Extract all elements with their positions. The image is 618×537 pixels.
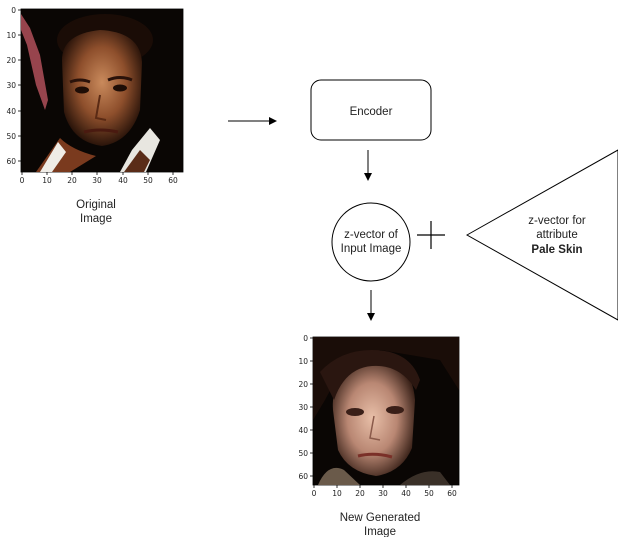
y-tick-label: 10 — [6, 31, 16, 40]
y-tick-label: 20 — [6, 56, 16, 65]
x-tick-label: 20 — [355, 489, 365, 498]
y-tick-label: 50 — [6, 132, 16, 141]
encoder-box — [310, 79, 432, 141]
y-tick-label: 50 — [298, 449, 308, 458]
attribute-name-label: Pale Skin — [531, 244, 582, 256]
x-tick-label: 30 — [378, 489, 388, 498]
original-face-image — [21, 14, 160, 172]
y-tick-label: 10 — [298, 357, 308, 366]
zvector-input-label: Input Image — [341, 243, 402, 255]
generated-image-caption: Image — [364, 526, 396, 537]
y-tick-label: 0 — [11, 6, 16, 15]
x-tick-label: 50 — [424, 489, 434, 498]
y-tick-label: 0 — [303, 334, 308, 343]
x-tick-label: 60 — [168, 176, 178, 185]
y-tick-label: 20 — [298, 380, 308, 389]
generated-image-caption: New Generated — [340, 512, 421, 524]
generated-x-axis — [313, 485, 453, 488]
attribute-label: attribute — [536, 229, 578, 241]
x-tick-label: 60 — [447, 489, 457, 498]
original-image-caption: Original — [76, 199, 116, 211]
x-tick-label: 40 — [401, 489, 411, 498]
x-tick-label: 10 — [42, 176, 52, 185]
original-image-caption: Image — [80, 213, 112, 225]
attribute-triangle — [465, 149, 618, 321]
y-tick-label: 60 — [298, 472, 308, 481]
zvector-input-circle — [331, 202, 411, 282]
x-tick-label: 0 — [312, 489, 317, 498]
attribute-label: z-vector for — [528, 215, 586, 227]
x-tick-label: 40 — [118, 176, 128, 185]
x-tick-label: 10 — [332, 489, 342, 498]
x-tick-label: 20 — [67, 176, 77, 185]
encoder-label: Encoder — [350, 106, 393, 118]
y-tick-label: 40 — [6, 107, 16, 116]
plus-sign — [417, 221, 445, 249]
generated-image-plot: 0 10 20 30 40 50 60 0 10 20 30 40 50 60 — [298, 334, 460, 498]
generated-y-axis — [310, 337, 313, 477]
y-tick-label: 30 — [298, 403, 308, 412]
x-tick-label: 50 — [143, 176, 153, 185]
zvector-input-label: z-vector of — [344, 229, 398, 241]
x-tick-label: 0 — [20, 176, 25, 185]
original-x-axis — [21, 172, 174, 175]
x-tick-label: 30 — [92, 176, 102, 185]
original-image-plot: 0 10 20 30 40 50 60 0 10 20 30 40 50 60 — [6, 6, 184, 185]
y-tick-label: 60 — [6, 157, 16, 166]
original-y-axis — [18, 9, 21, 162]
generated-face-image — [313, 337, 459, 485]
y-tick-label: 40 — [298, 426, 308, 435]
y-tick-label: 30 — [6, 81, 16, 90]
